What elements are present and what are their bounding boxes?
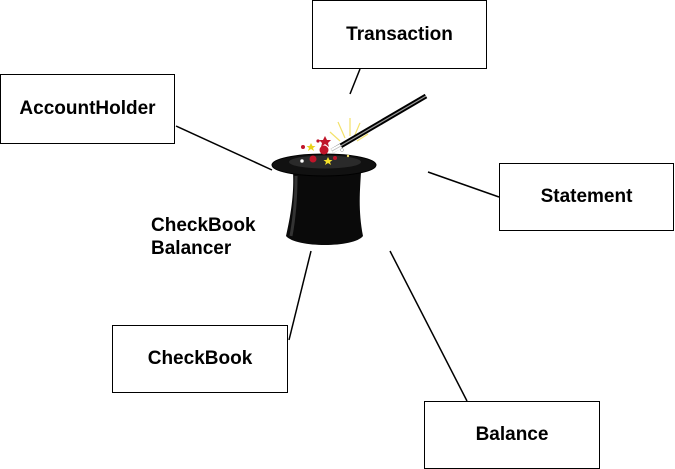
balance-box: Balance <box>424 401 600 469</box>
center-label-line2: Balancer <box>151 238 232 259</box>
connector-accountholder <box>175 125 273 171</box>
transaction-box: Transaction <box>312 0 487 69</box>
balance-label: Balance <box>475 424 549 445</box>
transaction-label: Transaction <box>346 23 453 45</box>
connector-balance <box>389 250 468 402</box>
connector-transaction <box>349 68 361 95</box>
center-label-line1: CheckBook <box>151 215 256 236</box>
statement-label: Statement <box>540 186 633 207</box>
connector-checkbook <box>288 250 312 341</box>
accountholder-label: AccountHolder <box>19 98 156 119</box>
center-label: CheckBook Balancer <box>151 214 256 260</box>
magic-hat-with-wand-icon <box>271 93 428 245</box>
statement-box: Statement <box>499 163 674 231</box>
checkbook-box: CheckBook <box>112 325 288 393</box>
connector-statement <box>427 171 500 198</box>
checkbook-label: CheckBook <box>147 348 253 369</box>
accountholder-box: AccountHolder <box>0 74 175 144</box>
